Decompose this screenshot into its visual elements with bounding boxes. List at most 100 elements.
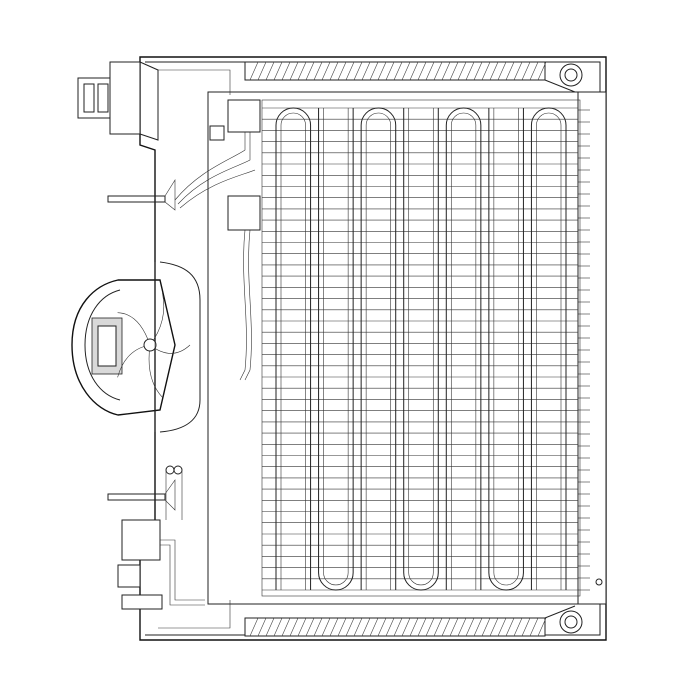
hatch-line <box>289 61 299 81</box>
hatch-line <box>361 61 371 81</box>
tube-pass <box>488 108 524 591</box>
hatch-line <box>409 617 419 637</box>
hatch-line <box>433 617 443 637</box>
hatch-line <box>281 61 291 81</box>
top-hatched-rail <box>244 61 576 93</box>
fan-blade <box>117 312 151 346</box>
hatch-line <box>313 61 323 81</box>
hatch-line <box>465 61 475 81</box>
hatch-line <box>337 61 347 81</box>
hatch-line <box>521 617 531 637</box>
hatch-line <box>257 61 267 81</box>
tube-pass-inner <box>323 108 349 586</box>
tube-pass <box>360 107 397 590</box>
hatch-line <box>521 61 531 81</box>
hatch-line <box>321 617 331 637</box>
hatch-line <box>473 617 483 637</box>
hatch-line <box>297 61 307 81</box>
hatch-line <box>489 617 499 637</box>
fan-hub <box>143 338 157 352</box>
coil-fins <box>262 107 578 591</box>
fan-blades <box>117 292 191 398</box>
hatch-line <box>481 61 491 81</box>
hatch-line <box>513 617 523 637</box>
hatch-line <box>249 61 259 81</box>
hatch-line <box>281 617 291 637</box>
tube-pass <box>403 108 439 591</box>
hatch-line <box>401 61 411 81</box>
hatch-line <box>393 61 403 81</box>
bottom-hatched-rail <box>244 605 576 637</box>
hatch-line <box>345 61 355 81</box>
hatch-line <box>449 61 459 81</box>
right-end-plate <box>577 91 607 605</box>
tube-pass-inner <box>280 112 306 590</box>
hatch-line <box>385 617 395 637</box>
hatch-line <box>313 617 323 637</box>
hatch-line <box>265 617 275 637</box>
wiring-harness <box>174 99 261 381</box>
tube-pass <box>445 107 482 590</box>
hatch-line <box>457 61 467 81</box>
tube-pass <box>530 107 567 590</box>
hatch-line <box>361 617 371 637</box>
fan-blade <box>148 344 163 398</box>
hatch-line <box>321 61 331 81</box>
electrical-connector <box>77 61 159 141</box>
hatch-line <box>441 617 451 637</box>
hatch-line <box>465 617 475 637</box>
hatch-line <box>329 617 339 637</box>
tube-pass-inner <box>408 108 434 586</box>
hatch-line <box>393 617 403 637</box>
hatch-line <box>417 617 427 637</box>
coil-frame <box>207 91 581 605</box>
hatch-line <box>273 617 283 637</box>
hatch-line <box>409 61 419 81</box>
tube-pass <box>318 108 354 591</box>
fan-assembly <box>71 261 201 433</box>
mounting-bracket-lower <box>107 479 176 511</box>
hatch-line <box>273 61 283 81</box>
hatch-line <box>529 617 539 637</box>
hatch-line <box>417 61 427 81</box>
hatch-line <box>457 617 467 637</box>
tube-pass-inner <box>536 112 562 590</box>
hatch-line <box>441 61 451 81</box>
hatch-line <box>537 617 547 637</box>
bottom-corner-bolt <box>559 610 583 634</box>
hatch-line <box>297 617 307 637</box>
tube-pass-inner <box>450 112 477 590</box>
hatch-line <box>305 61 315 81</box>
hatch-line <box>537 61 547 81</box>
hatch-line <box>353 61 363 81</box>
fan-blade <box>149 292 165 346</box>
hatch-line <box>305 617 315 637</box>
hatch-line <box>377 61 387 81</box>
fan-blade <box>117 344 151 378</box>
hatch-line <box>385 61 395 81</box>
hatch-line <box>481 617 491 637</box>
hatch-line <box>369 617 379 637</box>
bottom-rail-hatching <box>249 617 547 637</box>
expansion-valve-assembly <box>117 465 205 610</box>
hatch-line <box>337 617 347 637</box>
coil-tubes <box>275 107 567 591</box>
hatch-line <box>289 617 299 637</box>
tube-pass-inner <box>493 108 519 586</box>
hatch-line <box>377 617 387 637</box>
hatch-line <box>505 617 515 637</box>
hatch-line <box>345 617 355 637</box>
hatch-line <box>433 61 443 81</box>
top-corner-bolt <box>559 63 583 87</box>
hatch-line <box>369 61 379 81</box>
hatch-line <box>257 617 267 637</box>
tube-pass <box>275 107 312 590</box>
hatch-line <box>425 617 435 637</box>
top-rail-hatching <box>249 61 547 81</box>
hatch-line <box>401 617 411 637</box>
hatch-line <box>473 61 483 81</box>
hatch-line <box>489 61 499 81</box>
hatch-line <box>497 61 507 81</box>
